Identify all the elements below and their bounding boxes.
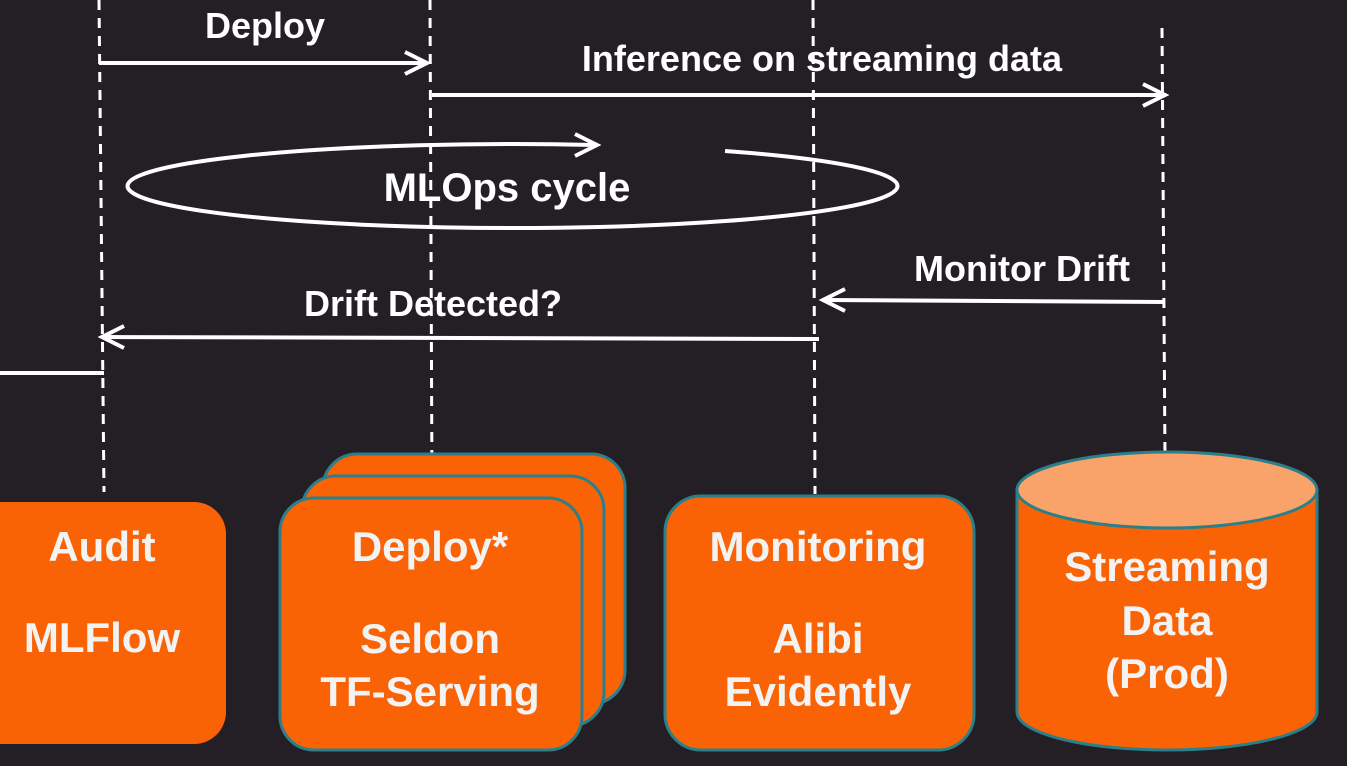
monitoring-box-tool-2: Evidently: [725, 668, 912, 715]
monitor-drift-arrow: [818, 287, 1166, 313]
deploy-box-title: Deploy*: [352, 523, 509, 570]
deploy-arrowhead: [404, 50, 432, 76]
cycle-label: MLOps cycle: [384, 166, 631, 210]
drift-detected-line: [102, 335, 820, 341]
monitor-drift-line: [823, 298, 1166, 304]
audit-box-tool: MLFlow: [24, 614, 181, 661]
deploy-lifeline: [428, 0, 434, 489]
streaming-line-3: (Prod): [1105, 650, 1229, 697]
drift-detected-arrowhead: [97, 324, 125, 350]
cylinder-top: [1015, 450, 1319, 530]
inference-arrow: [432, 82, 1170, 108]
cycle-arrowhead: [574, 132, 602, 158]
deploy-arrow: [99, 50, 432, 76]
drift-detected-arrow: [97, 324, 820, 350]
monitor-drift-arrowhead: [818, 287, 846, 313]
inference-arrow-label: Inference on streaming data: [582, 38, 1063, 79]
inference-arrowhead: [1142, 82, 1170, 108]
monitor-drift-label: Monitor Drift: [914, 248, 1130, 289]
monitoring-box-tool-1: Alibi: [773, 615, 864, 662]
deploy-box-tool-1: Seldon: [360, 615, 500, 662]
monitoring-box-title: Monitoring: [710, 523, 927, 570]
deploy-box-front: [278, 496, 584, 752]
streaming-line-1: Streaming: [1064, 543, 1269, 590]
monitoring-box: Monitoring Alibi Evidently: [663, 494, 976, 752]
audit-box-shape: [0, 502, 226, 744]
streaming-data-cylinder: Streaming Data (Prod): [1015, 450, 1319, 752]
drift-detected-label: Drift Detected?: [304, 283, 562, 324]
cylinder-body: [1015, 488, 1319, 752]
streaming-line-2: Data: [1121, 597, 1213, 644]
audit-box: Audit MLFlow: [0, 502, 226, 744]
deploy-box-stack: Deploy* Seldon TF-Serving: [278, 452, 627, 752]
audit-box-title: Audit: [48, 523, 155, 570]
deploy-box-tool-2: TF-Serving: [320, 668, 539, 715]
mlops-cycle: [125, 132, 900, 231]
deploy-arrow-label: Deploy: [205, 5, 325, 46]
monitoring-box-shape: [663, 494, 976, 752]
cycle-ellipse: [125, 142, 900, 231]
